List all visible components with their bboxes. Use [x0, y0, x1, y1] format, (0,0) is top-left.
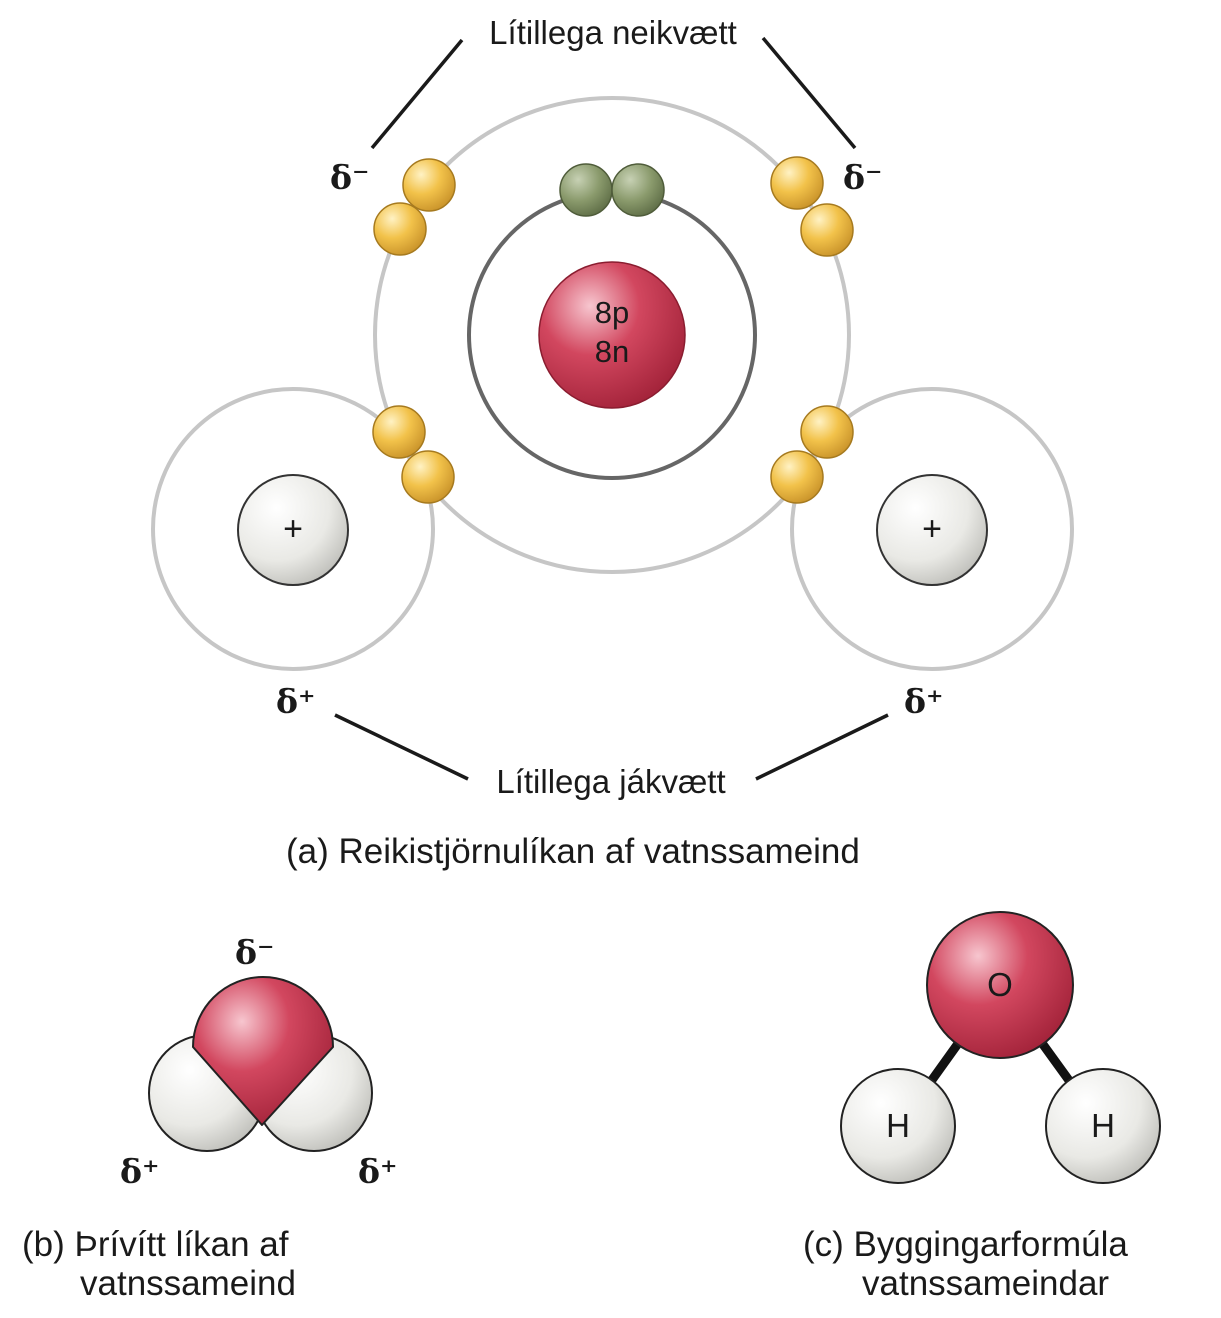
- bonding-electron: [401, 450, 455, 504]
- delta-minus-b: δ⁻: [235, 933, 275, 972]
- oxygen-atom: [926, 911, 1074, 1059]
- hydrogen-left-shell: [151, 387, 435, 671]
- inner-electron: [559, 163, 613, 217]
- oxygen-symbol: O: [987, 966, 1013, 1003]
- leader-line-negative-left: [370, 38, 464, 150]
- delta-plus-b-left: δ⁺: [120, 1152, 160, 1191]
- leader-line-positive-right: [755, 713, 889, 781]
- caption-a: (a) Reikistjörnulíkan af vatnssameind: [286, 832, 860, 871]
- hydrogen-atom-right: [1045, 1068, 1161, 1184]
- label-slightly-negative: Lítillega neikvætt: [489, 14, 737, 51]
- nucleus-protons: 8p: [594, 295, 630, 330]
- delta-plus-left: δ⁺: [276, 682, 316, 721]
- hydrogen-charge-left: +: [283, 510, 303, 548]
- hydrogen-atom-left: [840, 1068, 956, 1184]
- caption-b-line1: (b) Þrívítt líkan af: [22, 1225, 289, 1264]
- hydrogen-charge-right: +: [922, 510, 942, 548]
- nucleus-neutrons: 8n: [594, 334, 630, 369]
- delta-minus-right: δ⁻: [843, 158, 883, 197]
- bonding-electron: [800, 405, 854, 459]
- caption-b-line2: vatnssameind: [80, 1264, 296, 1303]
- oxygen-sphere: [192, 976, 334, 1126]
- delta-minus-left: δ⁻: [330, 158, 370, 197]
- hydrogen-nucleus-right: [876, 474, 988, 586]
- oxygen-nucleus: [538, 261, 686, 409]
- bonding-electron: [770, 450, 824, 504]
- caption-c-line2: vatnssameindar: [862, 1264, 1110, 1303]
- lone-pair-electron: [402, 158, 456, 212]
- delta-plus-right: δ⁺: [904, 682, 944, 721]
- space-filling-model: [148, 976, 373, 1152]
- lone-pair-electron: [373, 202, 427, 256]
- bonding-electron: [372, 405, 426, 459]
- label-slightly-positive: Lítillega jákvætt: [496, 763, 726, 800]
- hydrogen-symbol-left: H: [886, 1107, 910, 1144]
- lone-pair-electron: [770, 156, 824, 210]
- hydrogen-right-shell: [790, 387, 1074, 671]
- lone-pair-electron: [800, 203, 854, 257]
- delta-plus-b-right: δ⁺: [358, 1152, 398, 1191]
- oxygen-outer-shell: [373, 96, 851, 574]
- hydrogen-nucleus-left: [237, 474, 349, 586]
- structural-formula: [840, 911, 1161, 1184]
- caption-c-line1: (c) Byggingarformúla: [803, 1225, 1128, 1264]
- planetary-model: [151, 36, 1074, 781]
- leader-line-positive-left: [334, 713, 469, 781]
- hydrogen-symbol-right: H: [1091, 1107, 1115, 1144]
- leader-line-negative-right: [761, 36, 857, 150]
- inner-electron: [611, 163, 665, 217]
